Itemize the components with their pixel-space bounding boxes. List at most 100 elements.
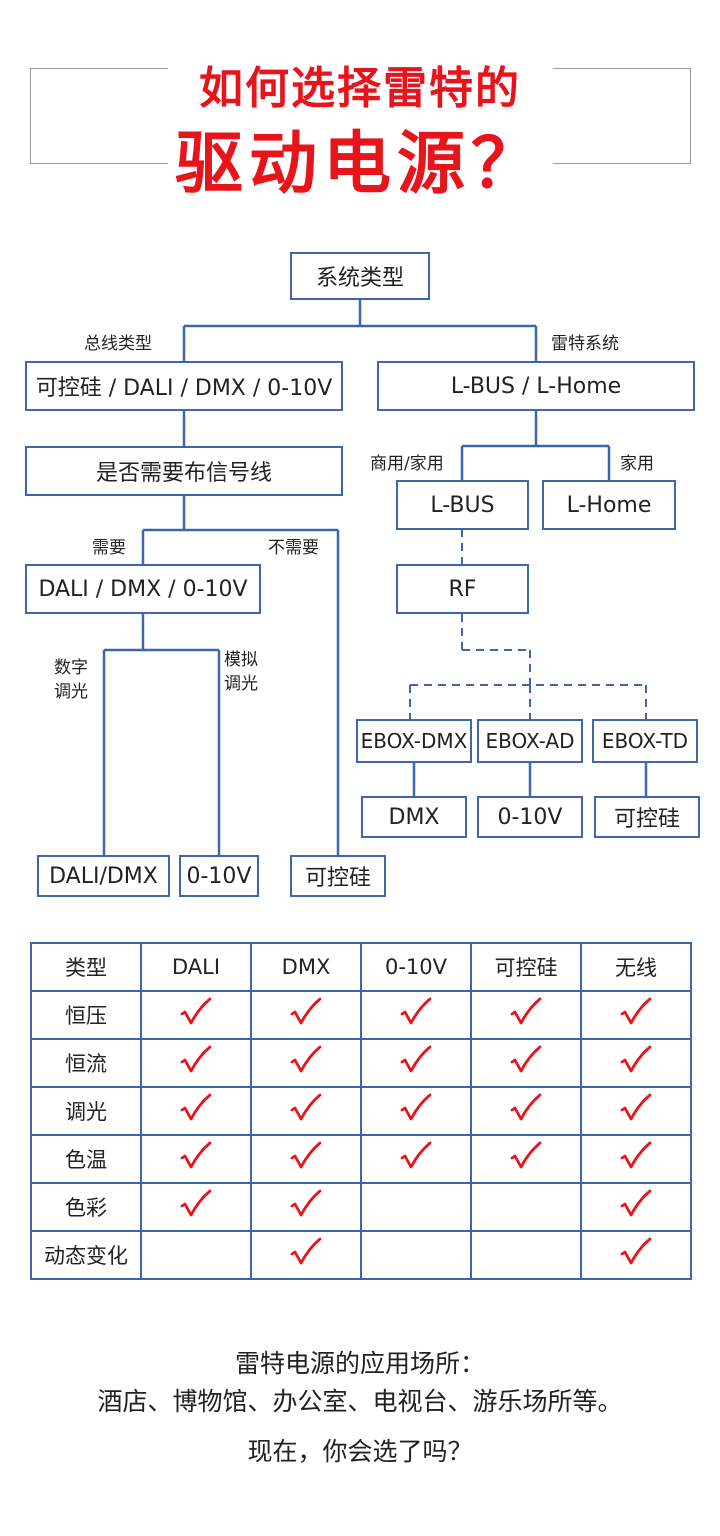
checkmark-icon	[290, 1189, 322, 1216]
checkmark-icon	[620, 1045, 652, 1072]
checkmark-icon	[180, 1093, 212, 1120]
table-cell	[360, 1134, 472, 1184]
table-cell	[580, 1134, 692, 1184]
title-frame-right	[690, 68, 691, 164]
checkmark-icon	[290, 1093, 322, 1120]
table-cell	[580, 990, 692, 1040]
commercial-home-label: 商用/家用	[370, 454, 444, 474]
table-cell	[580, 1086, 692, 1136]
table-cell	[580, 1038, 692, 1088]
ebox-dmx-box: EBOX-DMX	[356, 719, 472, 763]
row-label-cell: 恒压	[30, 990, 142, 1040]
need-options-box: DALI / DMX / 0-10V	[25, 564, 261, 614]
footer-applications-list: 酒店、博物馆、办公室、电视台、游乐场所等。	[97, 1387, 623, 1416]
row-label-cell: 动态变化	[30, 1230, 142, 1280]
table-header-cell: DMX	[250, 942, 362, 992]
out-triac-box: 可控硅	[594, 796, 700, 838]
row-label-cell: 恒流	[30, 1038, 142, 1088]
checkmark-icon	[180, 997, 212, 1024]
table-cell	[360, 990, 472, 1040]
table-cell	[140, 1134, 252, 1184]
title-frame-bottom-right	[553, 163, 691, 164]
analog-dimming-label: 模拟 调光	[224, 650, 258, 694]
checkmark-icon	[290, 1237, 322, 1264]
table-row: 恒流	[30, 1038, 692, 1088]
table-cell	[360, 1182, 472, 1232]
table-cell	[470, 1182, 582, 1232]
footer-question: 现在，你会选了吗？	[247, 1437, 473, 1466]
row-label-cell: 调光	[30, 1086, 142, 1136]
row-label-cell: 色温	[30, 1134, 142, 1184]
checkmark-icon	[510, 997, 542, 1024]
checkmark-icon	[510, 1045, 542, 1072]
table-cell	[140, 1230, 252, 1280]
checkmark-icon	[620, 1237, 652, 1264]
table-cell	[470, 1038, 582, 1088]
checkmark-icon	[400, 1045, 432, 1072]
checkmark-icon	[510, 1141, 542, 1168]
checkmark-icon	[400, 1093, 432, 1120]
checkmark-icon	[620, 997, 652, 1024]
table-row: 色温	[30, 1134, 692, 1184]
lhome-box: L-Home	[542, 480, 676, 530]
table-cell	[250, 1230, 362, 1280]
system-type-box: 系统类型	[290, 252, 430, 300]
checkmark-icon	[180, 1189, 212, 1216]
leaf-010v-box: 0-10V	[179, 855, 259, 897]
checkmark-icon	[620, 1141, 652, 1168]
title-frame-bottom-left	[30, 163, 168, 164]
title-line2: 驱动电源？	[174, 125, 545, 204]
table-cell	[140, 1086, 252, 1136]
table-cell	[250, 1182, 362, 1232]
table-cell	[250, 1086, 362, 1136]
table-cell	[580, 1182, 692, 1232]
checkmark-icon	[400, 1141, 432, 1168]
checkmark-icon	[510, 1093, 542, 1120]
lite-options-box: L-BUS / L-Home	[377, 361, 695, 411]
table-cell	[470, 1230, 582, 1280]
title-frame-left	[30, 68, 31, 164]
checkmark-icon	[620, 1189, 652, 1216]
checkmark-icon	[290, 1045, 322, 1072]
home-label: 家用	[620, 454, 654, 474]
wire-question-box: 是否需要布信号线	[25, 446, 343, 496]
rf-box: RF	[396, 564, 529, 614]
table-cell	[470, 1134, 582, 1184]
row-label-cell: 色彩	[30, 1182, 142, 1232]
flow-connectors	[102, 300, 648, 855]
bus-options-box: 可控硅 / DALI / DMX / 0-10V	[25, 361, 343, 411]
table-header-cell: DALI	[140, 942, 252, 992]
bus-type-label: 总线类型	[84, 334, 152, 354]
table-cell	[580, 1230, 692, 1280]
digital-dimming-label: 数字 调光	[54, 658, 88, 702]
checkmark-icon	[290, 997, 322, 1024]
table-row: 动态变化	[30, 1230, 692, 1280]
title-line1: 如何选择雷特的	[199, 63, 521, 114]
footer-applications-title: 雷特电源的应用场所：	[234, 1349, 485, 1378]
table-cell	[360, 1038, 472, 1088]
out-dmx-box: DMX	[361, 796, 467, 838]
checkmark-icon	[180, 1141, 212, 1168]
title-frame-top-right	[553, 68, 691, 69]
table-header-cell: 0-10V	[360, 942, 472, 992]
leaf-dali-dmx-box: DALI/DMX	[37, 855, 170, 897]
ebox-td-box: EBOX-TD	[592, 719, 698, 763]
table-row: 色彩	[30, 1182, 692, 1232]
table-cell	[470, 990, 582, 1040]
ebox-ad-box: EBOX-AD	[477, 719, 583, 763]
table-row: 调光	[30, 1086, 692, 1136]
need-label: 需要	[92, 538, 126, 558]
checkmark-icon	[180, 1045, 212, 1072]
table-header-cell: 可控硅	[470, 942, 582, 992]
table-header-cell: 类型	[30, 942, 142, 992]
table-cell	[250, 1134, 362, 1184]
table-cell	[140, 990, 252, 1040]
lite-system-label: 雷特系统	[551, 334, 619, 354]
checkmark-icon	[400, 997, 432, 1024]
checkmark-icon	[290, 1141, 322, 1168]
no-need-label: 不需要	[268, 538, 319, 558]
table-cell	[250, 1038, 362, 1088]
title-frame-top-left	[30, 68, 168, 69]
